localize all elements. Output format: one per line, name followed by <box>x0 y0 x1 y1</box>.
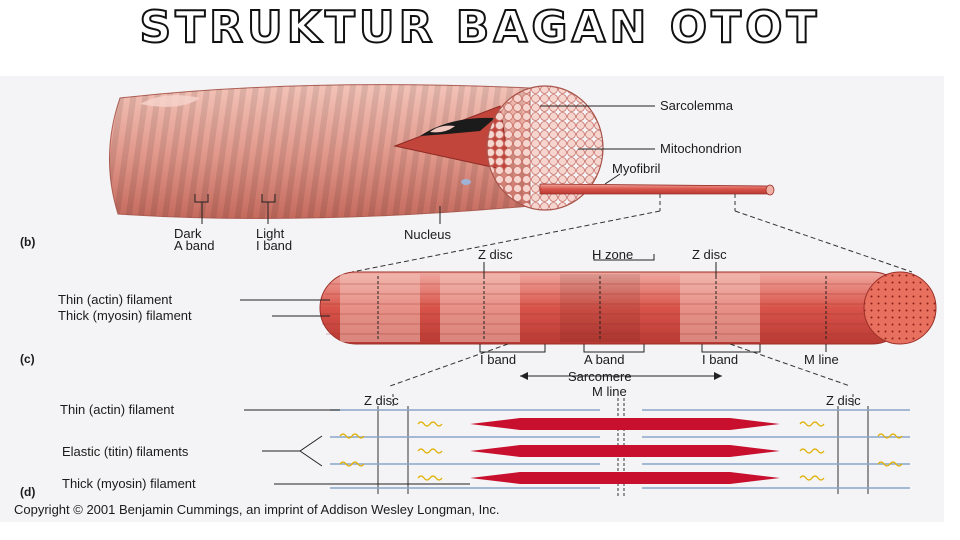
sarcomere-filaments-illustration <box>244 394 910 496</box>
label-thin-filament-d: Thin (actin) filament <box>60 402 175 417</box>
muscle-diagram-panel: (b) Sarcolemma Mitochondrion Myofibril D… <box>0 76 944 522</box>
panel-b-tag: (b) <box>20 235 35 249</box>
label-a-band: A band <box>584 352 625 367</box>
myofibril-illustration <box>240 254 937 387</box>
label-light-i-band: I band <box>256 238 292 253</box>
page-title: STRUKTUR BAGAN OTOT <box>138 1 821 54</box>
label-z-disc-left-d: Z disc <box>364 393 399 408</box>
label-i-band-right: I band <box>702 352 738 367</box>
label-elastic-filaments: Elastic (titin) filaments <box>62 444 189 459</box>
panel-d-tag: (d) <box>20 485 35 499</box>
label-sarcolemma: Sarcolemma <box>660 98 734 113</box>
label-m-line-c: M line <box>804 352 839 367</box>
label-nucleus: Nucleus <box>404 227 451 242</box>
label-thick-filament-c: Thick (myosin) filament <box>58 308 192 323</box>
label-sarcomere: Sarcomere <box>568 369 632 384</box>
panel-c-tag: (c) <box>20 352 35 366</box>
label-m-line-d: M line <box>592 384 627 399</box>
muscle-fiber-illustration <box>108 84 913 273</box>
label-dark-a-band: A band <box>174 238 215 253</box>
label-z-disc-right-d: Z disc <box>826 393 861 408</box>
label-thick-filament-d: Thick (myosin) filament <box>62 476 196 491</box>
label-thin-filament-c: Thin (actin) filament <box>58 292 173 307</box>
label-z-disc-left: Z disc <box>478 247 513 262</box>
label-dark-band: Dark <box>174 226 202 241</box>
label-i-band-left: I band <box>480 352 516 367</box>
copyright-notice: Copyright © 2001 Benjamin Cummings, an i… <box>14 502 500 517</box>
label-light-band: Light <box>256 226 285 241</box>
label-myofibril: Myofibril <box>612 161 661 176</box>
label-mitochondrion: Mitochondrion <box>660 141 742 156</box>
label-h-zone: H zone <box>592 247 633 262</box>
muscle-structure-diagram: (b) Sarcolemma Mitochondrion Myofibril D… <box>14 84 937 517</box>
label-z-disc-right: Z disc <box>692 247 727 262</box>
